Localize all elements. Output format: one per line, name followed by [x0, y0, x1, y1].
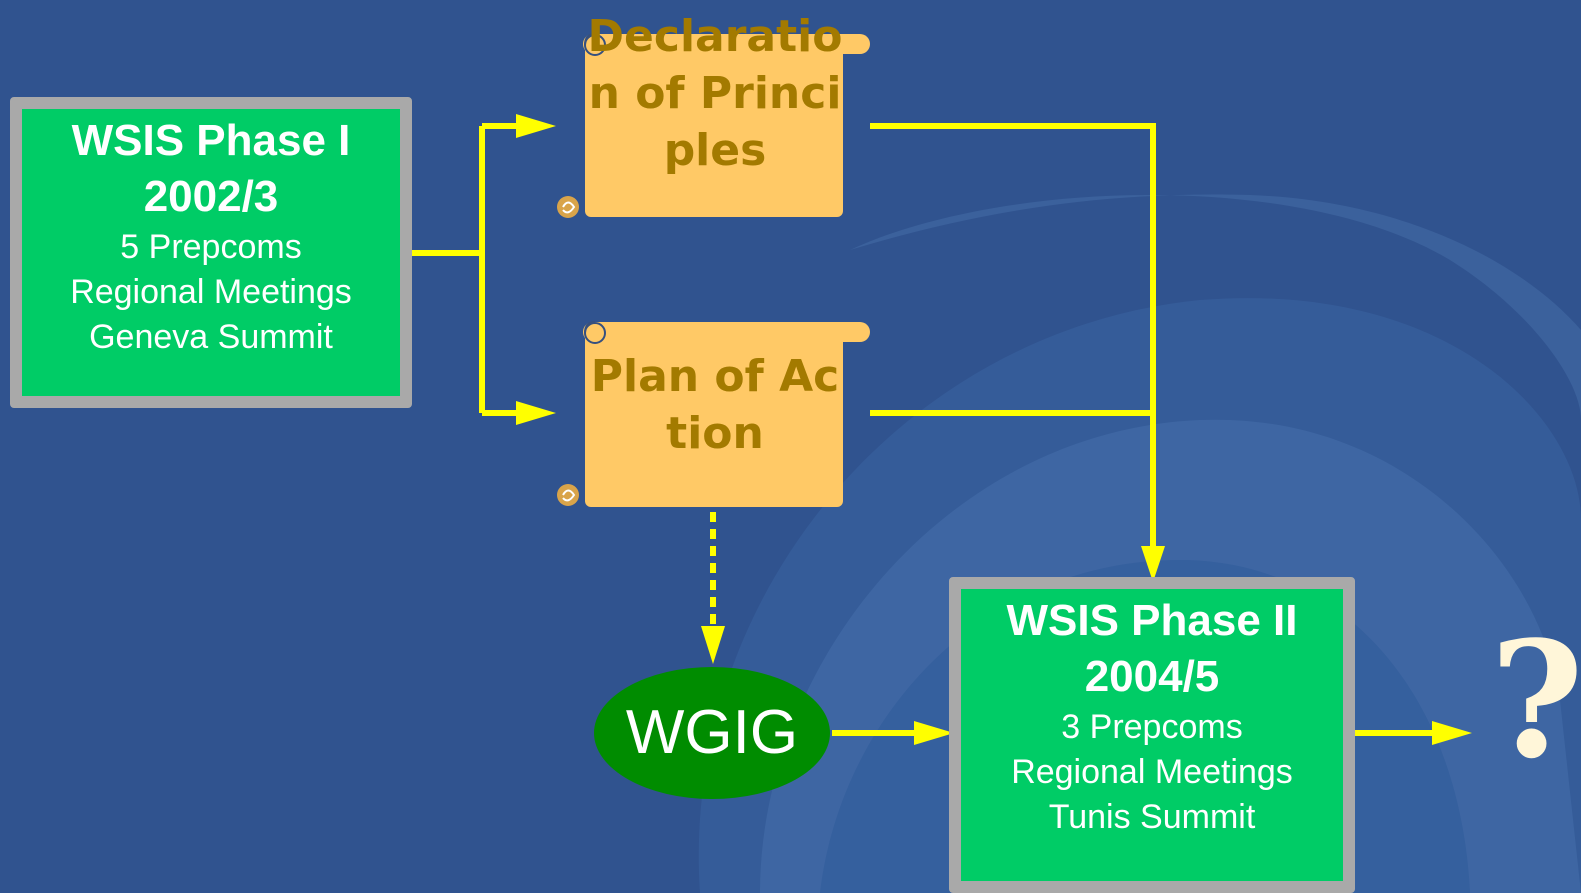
arrowhead-phase2-left	[914, 721, 954, 745]
phase2-title: WSIS Phase II	[1006, 596, 1298, 645]
arrowhead-plan	[516, 401, 556, 425]
scroll-shape	[557, 33, 870, 218]
phase1-line-summit: Geneva Summit	[89, 318, 333, 356]
question-mark: ?	[1490, 606, 1581, 794]
arrowhead-wgig	[701, 626, 725, 664]
declaration-text: Declaration of Principles	[587, 11, 843, 176]
arrowhead-declaration	[516, 114, 556, 138]
plan-scroll: Plan of Action	[555, 318, 875, 518]
phase1-years: 2002/3	[143, 172, 279, 221]
phase1-line-regional: Regional Meetings	[70, 273, 352, 311]
scroll-shape	[557, 321, 870, 507]
declaration-scroll: Declaration of Principles	[555, 11, 875, 230]
phase2-box: WSIS Phase II 2004/5 3 Prepcoms Regional…	[949, 577, 1355, 893]
phase2-line-summit: Tunis Summit	[1048, 798, 1256, 836]
phase1-title: WSIS Phase I	[71, 116, 351, 165]
arrowhead-question	[1432, 721, 1472, 745]
phase2-line-prepcoms: 3 Prepcoms	[1061, 708, 1243, 746]
phase2-line-regional: Regional Meetings	[1011, 753, 1293, 791]
phase1-line-prepcoms: 5 Prepcoms	[120, 228, 302, 266]
phase1-box: WSIS Phase I 2002/3 5 Prepcoms Regional …	[10, 97, 412, 408]
wgig-ellipse: WGIG	[594, 667, 830, 799]
phase2-years: 2004/5	[1084, 652, 1220, 701]
declaration-to-phase2-line	[870, 123, 1156, 548]
arrowhead-phase2-top	[1141, 546, 1165, 582]
plan-text: Plan of Action	[590, 351, 840, 459]
